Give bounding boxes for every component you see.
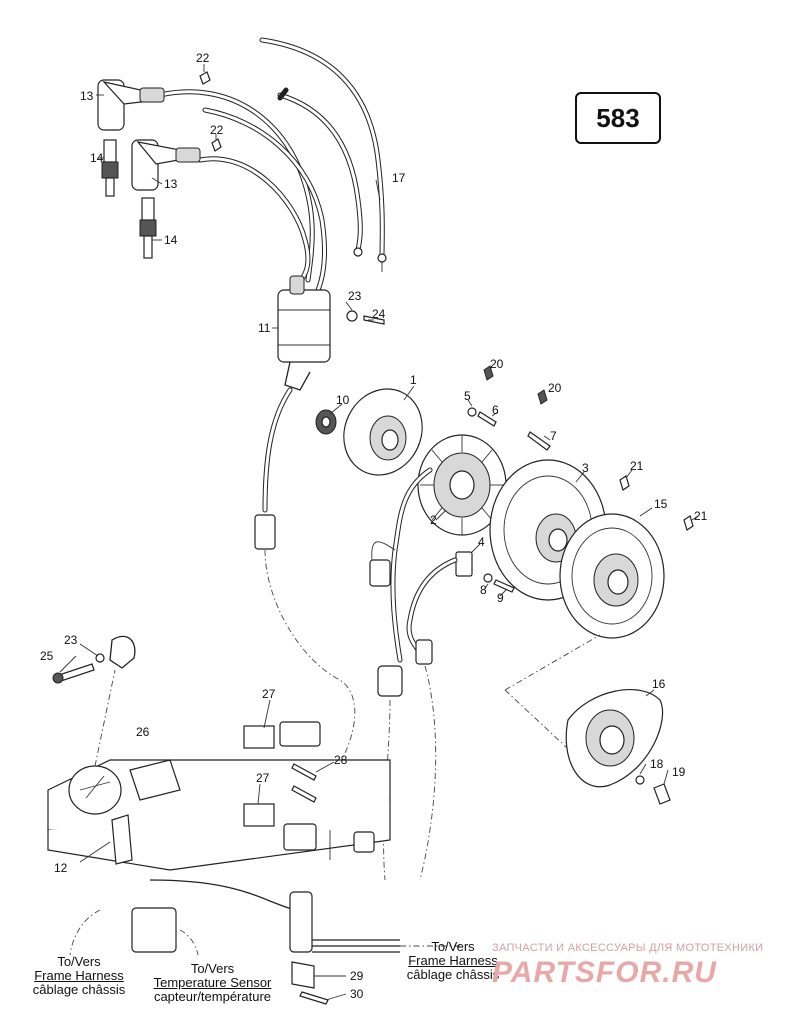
callout-22b: 22: [210, 123, 224, 137]
callout-23a: 23: [348, 289, 362, 303]
spark-plug-upper: [101, 139, 119, 197]
trigger-coil-4: [455, 551, 515, 593]
relay-lower: [243, 803, 375, 853]
callout-5: 5: [464, 389, 471, 403]
callout-12: 11: [258, 321, 271, 335]
callout-27a: 27: [262, 687, 276, 701]
screws-28: [291, 763, 317, 803]
callout-17: 18: [650, 757, 664, 771]
electrical-box: [47, 669, 391, 871]
callout-10: 10: [336, 393, 350, 407]
cap-nuts: [199, 71, 222, 152]
callout-26: 26: [136, 725, 150, 739]
callout-15: 15: [654, 497, 668, 511]
callout-8: 8: [480, 583, 487, 597]
dest-name-en: Temperature Sensor: [153, 975, 272, 990]
dest-to-label: To/Vers: [431, 939, 475, 954]
dest-name-fr: câblage châssis: [32, 982, 126, 997]
callout-4: 4: [478, 535, 485, 549]
watermark-logo: PARTSFOR.RU: [492, 956, 717, 989]
callout-9: 9: [497, 591, 504, 605]
callout-21a: 21: [630, 459, 644, 473]
dest-temperature-sensor: To/Vers Temperature Sensor capteur/tempé…: [140, 962, 285, 1004]
callout-20b: 20: [548, 381, 562, 395]
callout-2: 2: [430, 513, 437, 527]
callout-14a: 14: [90, 151, 104, 165]
ignition-wires: [157, 37, 385, 293]
dest-frame-harness-left: To/Vers Frame Harness câblage châssis: [24, 955, 134, 997]
callout-20a: 20: [490, 357, 504, 371]
callout-1: 1: [410, 373, 417, 387]
callout-13b: 13: [164, 177, 178, 191]
callout-29: 29: [350, 969, 364, 983]
callout-24: 24: [372, 307, 386, 321]
wire-terminals: [353, 247, 387, 272]
relay-upper: [243, 721, 321, 749]
callout-19: 17: [392, 171, 406, 185]
dest-to-label: To/Vers: [57, 954, 101, 969]
spark-plug-lower: [139, 197, 157, 259]
dest-frame-harness-right: To/Vers Frame Harness câblage châssis: [398, 940, 508, 982]
callout-22a: 22: [196, 51, 210, 65]
callout-13a: 13: [80, 89, 94, 103]
spark-plug-cap-upper: [97, 79, 165, 131]
watermark: ЗАПЧАСТИ И АКСЕССУАРЫ ДЛЯ МОТОТЕХНИКИ PA…: [492, 942, 792, 990]
page-number-box: 583: [575, 92, 661, 144]
coil-mount-hardware: [52, 635, 136, 684]
callout-18: 19: [672, 765, 686, 779]
leader-lines: [59, 64, 699, 1001]
lower-harness: [69, 879, 460, 1005]
callout-numbers: 22 13 22 14 13 17 14 23 24 11 20 1 20 10…: [40, 51, 708, 1001]
dest-name-en: Frame Harness: [408, 953, 498, 968]
magneto-cover: [504, 634, 671, 805]
callout-3: 3: [582, 461, 589, 475]
nut-10: [315, 409, 337, 435]
callout-7: 7: [550, 429, 557, 443]
callout-14b: 14: [164, 233, 178, 247]
callout-30: 30: [350, 987, 364, 1001]
watermark-caption: ЗАПЧАСТИ И АКСЕССУАРЫ ДЛЯ МОТОТЕХНИКИ: [492, 942, 764, 954]
callout-6: 6: [492, 403, 499, 417]
callout-27b: 27: [256, 771, 270, 785]
callout-25: 25: [40, 649, 54, 663]
stator-harness: [369, 467, 458, 881]
dest-name-en: Frame Harness: [34, 968, 124, 983]
coil-harness: [254, 387, 356, 791]
starter-cup: [559, 513, 665, 639]
callout-23b: 23: [64, 633, 78, 647]
small-hardware: [467, 365, 694, 531]
callout-16: 16: [652, 677, 666, 691]
trigger-plate: [343, 388, 423, 476]
dest-name-fr: capteur/température: [153, 989, 272, 1004]
ignition-coil: [277, 275, 385, 391]
callout-21b: 21: [694, 509, 708, 523]
callout-28: 28: [334, 753, 348, 767]
dest-name-fr: câblage châssis: [406, 967, 500, 982]
dest-to-label: To/Vers: [190, 961, 235, 976]
stator: [417, 434, 507, 536]
callout-11: 12: [54, 861, 68, 875]
spark-plug-cap-lower: [131, 139, 201, 191]
